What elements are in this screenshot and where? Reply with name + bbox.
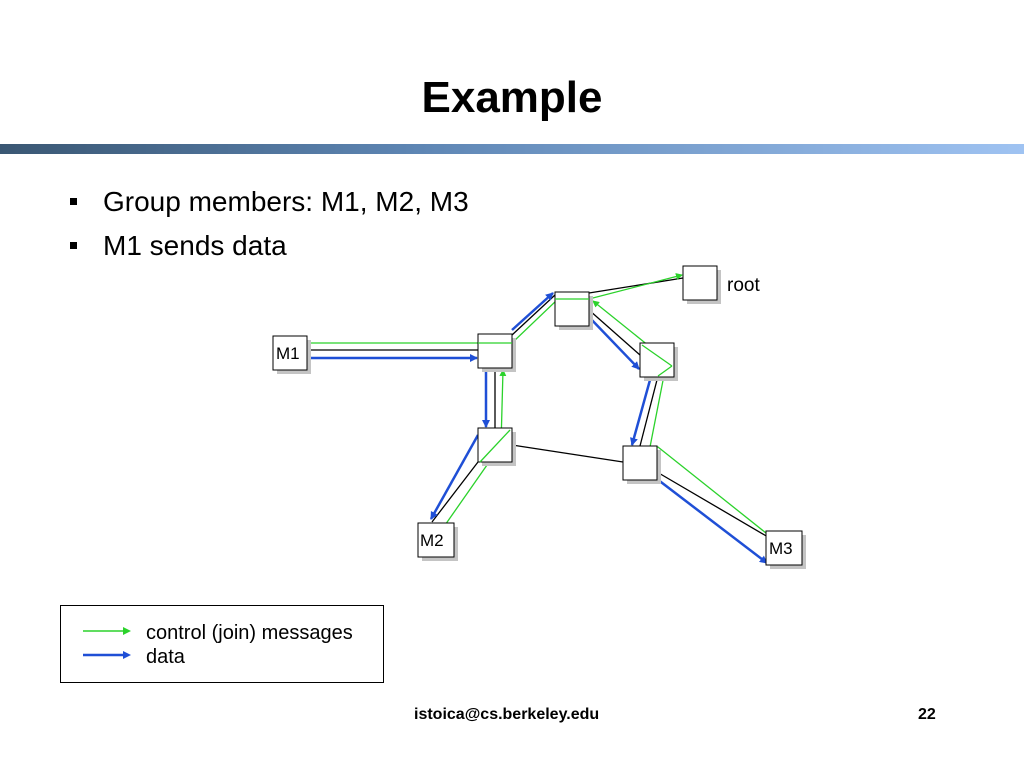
control-message xyxy=(307,273,683,344)
bullet-item: M1 sends data xyxy=(70,224,469,268)
member-node-m3: M3 xyxy=(765,530,806,569)
data-messages xyxy=(307,292,768,564)
network-links xyxy=(307,277,769,538)
root-node xyxy=(682,265,721,304)
title-divider xyxy=(0,144,1024,154)
router-node xyxy=(639,342,678,381)
page-number: 22 xyxy=(918,706,936,723)
router-nodes xyxy=(477,265,721,484)
member-label: M3 xyxy=(769,539,793,558)
member-label: M1 xyxy=(276,344,300,363)
router-node xyxy=(477,333,516,372)
router-node xyxy=(622,445,661,484)
slide-title: Example xyxy=(421,73,603,122)
legend-data-label: data xyxy=(146,646,185,668)
green-arrow-icon xyxy=(83,627,131,635)
blue-arrow-icon xyxy=(83,651,131,659)
router-node xyxy=(477,427,516,466)
bullet-item: Group members: M1, M2, M3 xyxy=(70,180,469,224)
data-message xyxy=(511,292,554,331)
data-message xyxy=(630,379,652,446)
bullet-list: Group members: M1, M2, M3 M1 sends data xyxy=(70,180,469,268)
member-node-m2: M2 xyxy=(417,522,458,561)
control-message xyxy=(592,300,767,534)
data-message xyxy=(429,434,480,520)
data-message xyxy=(588,316,640,370)
data-message xyxy=(656,478,768,564)
member-label: M2 xyxy=(420,531,444,550)
router-node xyxy=(554,291,593,330)
legend-control-label: control (join) messages xyxy=(146,622,353,644)
legend: control (join) messages data xyxy=(60,605,384,683)
footer-email: istoica@cs.berkeley.edu xyxy=(414,706,600,723)
control-messages xyxy=(307,273,767,534)
member-node-m1: M1 xyxy=(272,335,311,374)
root-label: root xyxy=(727,275,760,296)
